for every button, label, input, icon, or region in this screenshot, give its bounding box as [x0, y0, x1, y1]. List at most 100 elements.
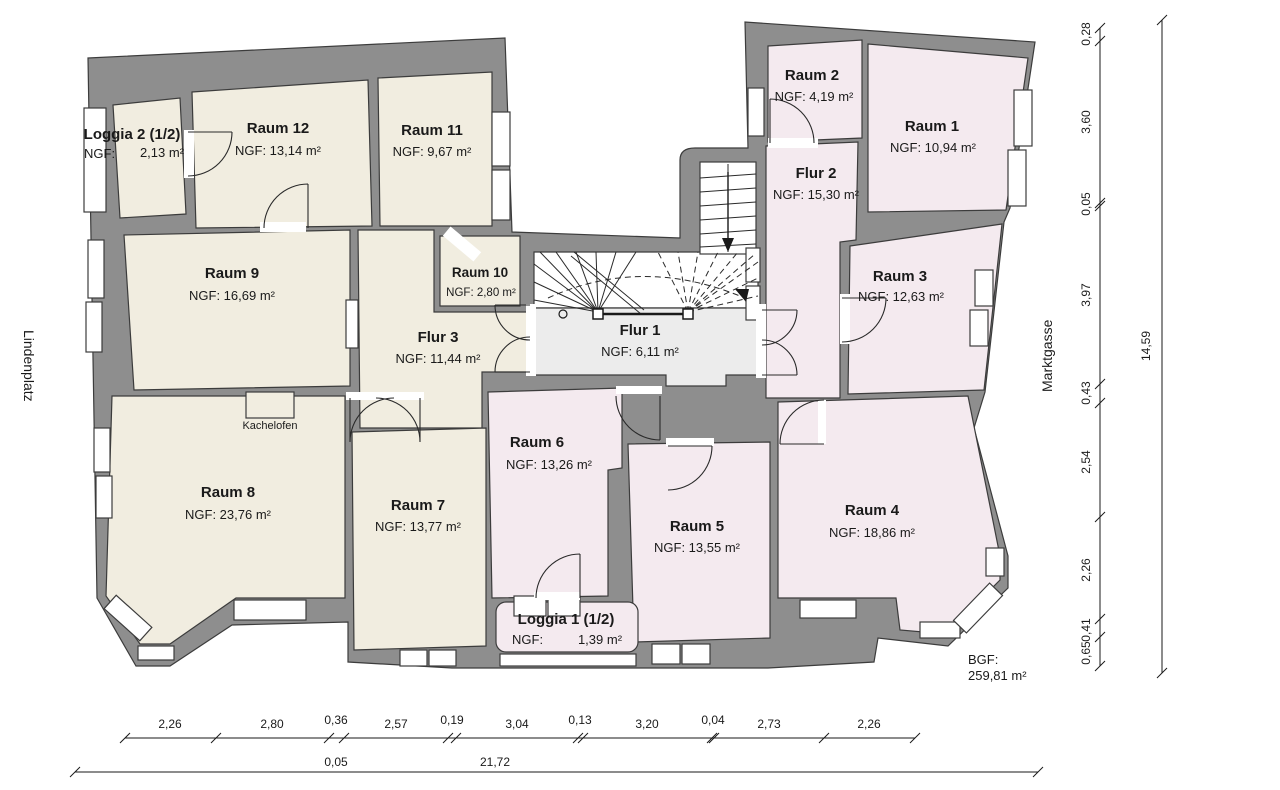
- doors: [187, 98, 887, 599]
- label-raum4-name: Raum 4: [845, 502, 900, 519]
- door-raum7-b: [375, 397, 421, 443]
- room-raum10-floor: [439, 235, 521, 307]
- dim-r8: 0,65: [1079, 641, 1093, 665]
- label-raum1-ngf: NGF: 10,94 m²: [890, 140, 977, 155]
- label-flur3-ngf: NGF: 11,44 m²: [395, 351, 481, 366]
- room-labels: Loggia 2 (1/2) NGF: 2,13 m² Raum 12 NGF:…: [84, 67, 977, 647]
- kachelofen-symbol: [245, 391, 295, 419]
- dim-r5: 2,54: [1079, 450, 1093, 474]
- bgf-value: 259,81 m²: [968, 668, 1027, 683]
- dim-b-sub: 0,05: [324, 755, 348, 769]
- room-raum6-floor: [487, 387, 623, 599]
- label-raum11-ngf: NGF: 9,67 m²: [393, 144, 472, 159]
- street-left: Lindenplatz: [21, 330, 37, 402]
- dim-b1: 2,80: [260, 717, 284, 731]
- door-gaps: [184, 130, 850, 600]
- door-flur1-east-a: [761, 309, 798, 346]
- label-raum6-ngf: NGF: 13,26 m²: [506, 457, 593, 472]
- dim-r1: 3,60: [1079, 110, 1093, 134]
- label-loggia1-ngf: NGF:: [512, 632, 543, 647]
- door-flur1-west-b: [494, 336, 531, 373]
- label-raum12-name: Raum 12: [247, 120, 310, 137]
- dim-b0: 2,26: [158, 717, 182, 731]
- label-flur2-ngf: NGF: 15,30 m²: [773, 187, 860, 202]
- street-right: Marktgasse: [1039, 319, 1055, 392]
- door-raum4: [779, 399, 825, 445]
- bgf-annotation: BGF: 259,81 m²: [968, 652, 1027, 683]
- label-flur1-name: Flur 1: [620, 322, 661, 339]
- dimension-chain-bottom: 2,26 2,80 0,36 2,57 0,19 3,04 0,13 3,20 …: [69, 713, 1044, 778]
- dim-r0: 0,28: [1079, 22, 1093, 46]
- dim-b-total: 21,72: [480, 755, 510, 769]
- room-loggia2-floor: [112, 97, 187, 219]
- label-loggia2-ngf: NGF:: [84, 146, 115, 161]
- dim-r2: 0,05: [1079, 192, 1093, 216]
- door-flur1-west-a: [494, 304, 531, 341]
- label-raum8-ngf: NGF: 23,76 m²: [185, 507, 272, 522]
- dim-b3: 2,57: [384, 717, 408, 731]
- label-raum8-name: Raum 8: [201, 484, 255, 501]
- label-loggia2-area: 2,13 m²: [140, 145, 185, 160]
- kachelofen-label: Kachelofen: [242, 420, 297, 432]
- dimension-chain-right: 0,28 3,60 0,05 3,97 0,43 2,54 2,26 0,41 …: [1079, 14, 1168, 679]
- label-loggia1-area: 1,39 m²: [578, 632, 623, 647]
- label-raum9-name: Raum 9: [205, 265, 259, 282]
- door-raum12: [263, 183, 309, 229]
- dim-b8: 0,04: [701, 713, 725, 727]
- label-loggia1-name: Loggia 1 (1/2): [518, 611, 615, 628]
- stair-direction-arrow: [722, 238, 734, 252]
- label-raum2-name: Raum 2: [785, 67, 839, 84]
- label-raum3-ngf: NGF: 12,63 m²: [858, 289, 945, 304]
- dim-b5: 3,04: [505, 717, 529, 731]
- dim-b9: 2,73: [757, 717, 781, 731]
- label-raum4-ngf: NGF: 18,86 m²: [829, 525, 916, 540]
- dim-b10: 2,26: [857, 717, 881, 731]
- label-raum7-name: Raum 7: [391, 497, 445, 514]
- door-raum3: [841, 297, 887, 343]
- label-raum5-ngf: NGF: 13,55 m²: [654, 540, 741, 555]
- room-raum2-floor: [767, 39, 863, 143]
- dim-r7: 0,41: [1079, 618, 1093, 642]
- label-raum10-name: Raum 10: [452, 265, 508, 280]
- bgf-label: BGF:: [968, 652, 998, 667]
- room-raum1-floor: [867, 43, 1029, 213]
- label-raum6-name: Raum 6: [510, 434, 564, 451]
- door-flur1-east-b: [761, 339, 798, 376]
- door-loggia1: [535, 553, 581, 599]
- door-raum6-top: [615, 395, 661, 441]
- label-flur1-ngf: NGF: 6,11 m²: [601, 344, 679, 359]
- room-raum11-floor: [377, 71, 493, 227]
- dim-r3: 3,97: [1079, 283, 1093, 307]
- room-raum7-floor: [351, 427, 487, 651]
- dim-b6: 0,13: [568, 713, 592, 727]
- room-raum9-floor: [123, 229, 351, 391]
- staircase: [533, 164, 759, 320]
- room-flur2-floor: [765, 141, 859, 399]
- dim-b2: 0,36: [324, 713, 348, 727]
- label-raum10-ngf: NGF: 2,80 m²: [446, 287, 516, 299]
- room-raum5-floor: [627, 441, 771, 643]
- door-raum2: [769, 98, 815, 144]
- label-flur2-name: Flur 2: [796, 165, 837, 182]
- room-raum3-floor: [847, 223, 1003, 395]
- dim-r4: 0,43: [1079, 381, 1093, 405]
- door-raum5: [667, 445, 713, 491]
- windows: [83, 87, 1033, 667]
- label-raum7-ngf: NGF: 13,77 m²: [375, 519, 462, 534]
- door-loggia2: [187, 131, 233, 177]
- label-loggia2-name: Loggia 2 (1/2): [84, 126, 181, 143]
- dim-b7: 3,20: [635, 717, 659, 731]
- label-raum11-name: Raum 11: [401, 122, 463, 139]
- label-raum12-ngf: NGF: 13,14 m²: [235, 143, 322, 158]
- label-raum3-name: Raum 3: [873, 268, 927, 285]
- label-raum9-ngf: NGF: 16,69 m²: [189, 288, 276, 303]
- label-raum1-name: Raum 1: [905, 118, 959, 135]
- dim-r6: 2,26: [1079, 558, 1093, 582]
- label-raum5-name: Raum 5: [670, 518, 724, 535]
- dim-b4: 0,19: [440, 713, 464, 727]
- dim-r-total: 14,59: [1139, 331, 1153, 361]
- room-raum12-floor: [191, 79, 373, 229]
- label-flur3-name: Flur 3: [418, 329, 459, 346]
